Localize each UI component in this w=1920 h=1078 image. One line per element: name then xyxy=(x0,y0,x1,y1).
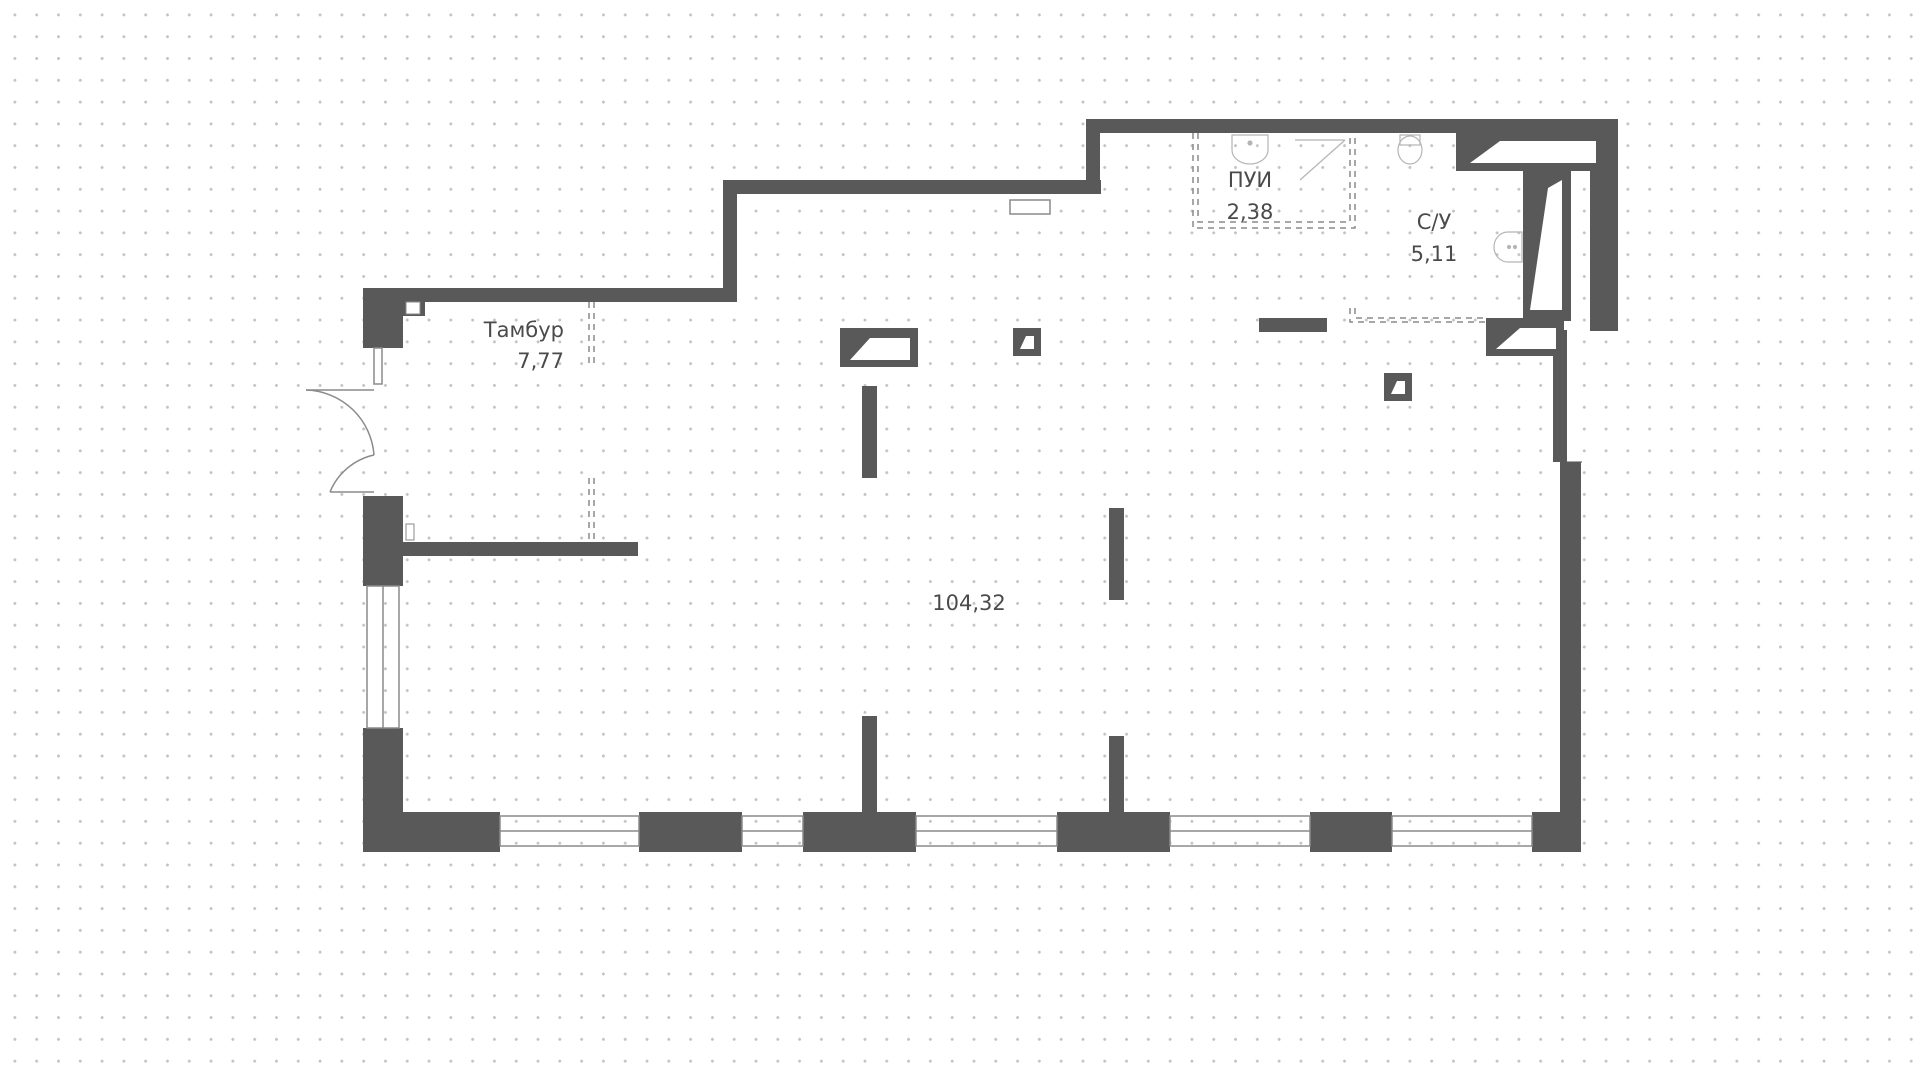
wall-left-lower xyxy=(363,728,403,828)
wall-notches xyxy=(405,301,421,541)
wall-bottom-pier-4 xyxy=(1310,812,1392,852)
partition-tambour xyxy=(403,542,638,556)
room-tambour-name: Тамбур xyxy=(483,318,564,342)
partition-horizontal-wc xyxy=(1259,318,1327,332)
wall-step-2 xyxy=(1086,119,1100,194)
wall-left-middle xyxy=(363,496,403,586)
room-pui-name: ПУИ xyxy=(1228,168,1272,192)
wall-top-tambour xyxy=(363,288,737,302)
interior-partitions xyxy=(403,302,1327,812)
partition-vertical-1 xyxy=(862,386,877,478)
exterior-walls xyxy=(363,119,1618,852)
wall-top-middle xyxy=(723,180,1101,194)
wall-bottom-pier-1 xyxy=(639,812,742,852)
wall-bottom-pier-2 xyxy=(803,812,916,852)
wall-step-1 xyxy=(723,180,737,302)
room-wc-area: 5,11 xyxy=(1411,242,1458,266)
toilet-wc xyxy=(1397,135,1423,165)
wall-right-mid xyxy=(1553,330,1567,462)
partition-vertical-4 xyxy=(1109,736,1124,812)
room-pui-area: 2,38 xyxy=(1227,200,1274,224)
wall-right-lower xyxy=(1560,462,1581,852)
shaft-hatch-details xyxy=(1470,141,1596,349)
sink-wc xyxy=(1493,231,1523,263)
window-left xyxy=(366,585,400,729)
shower-diagonal xyxy=(1299,139,1346,181)
windows-bottom xyxy=(499,815,1533,847)
dashed-boundaries xyxy=(588,133,1486,542)
partition-vertical-3 xyxy=(862,716,877,812)
wall-bottom-pier-3 xyxy=(1057,812,1170,852)
columns xyxy=(840,328,1412,401)
sink-pui xyxy=(1231,134,1269,165)
entrance-door xyxy=(305,347,383,493)
room-main-area: 104,32 xyxy=(932,591,1005,615)
room-wc-name: С/У xyxy=(1417,210,1452,234)
partition-vertical-2 xyxy=(1109,508,1124,600)
room-labels: Тамбур 7,77 ПУИ 2,38 С/У 5,11 104,32 xyxy=(483,168,1458,615)
ventilation-grille xyxy=(1009,199,1051,215)
fixtures xyxy=(1231,134,1523,263)
room-tambour-area: 7,77 xyxy=(517,349,564,373)
